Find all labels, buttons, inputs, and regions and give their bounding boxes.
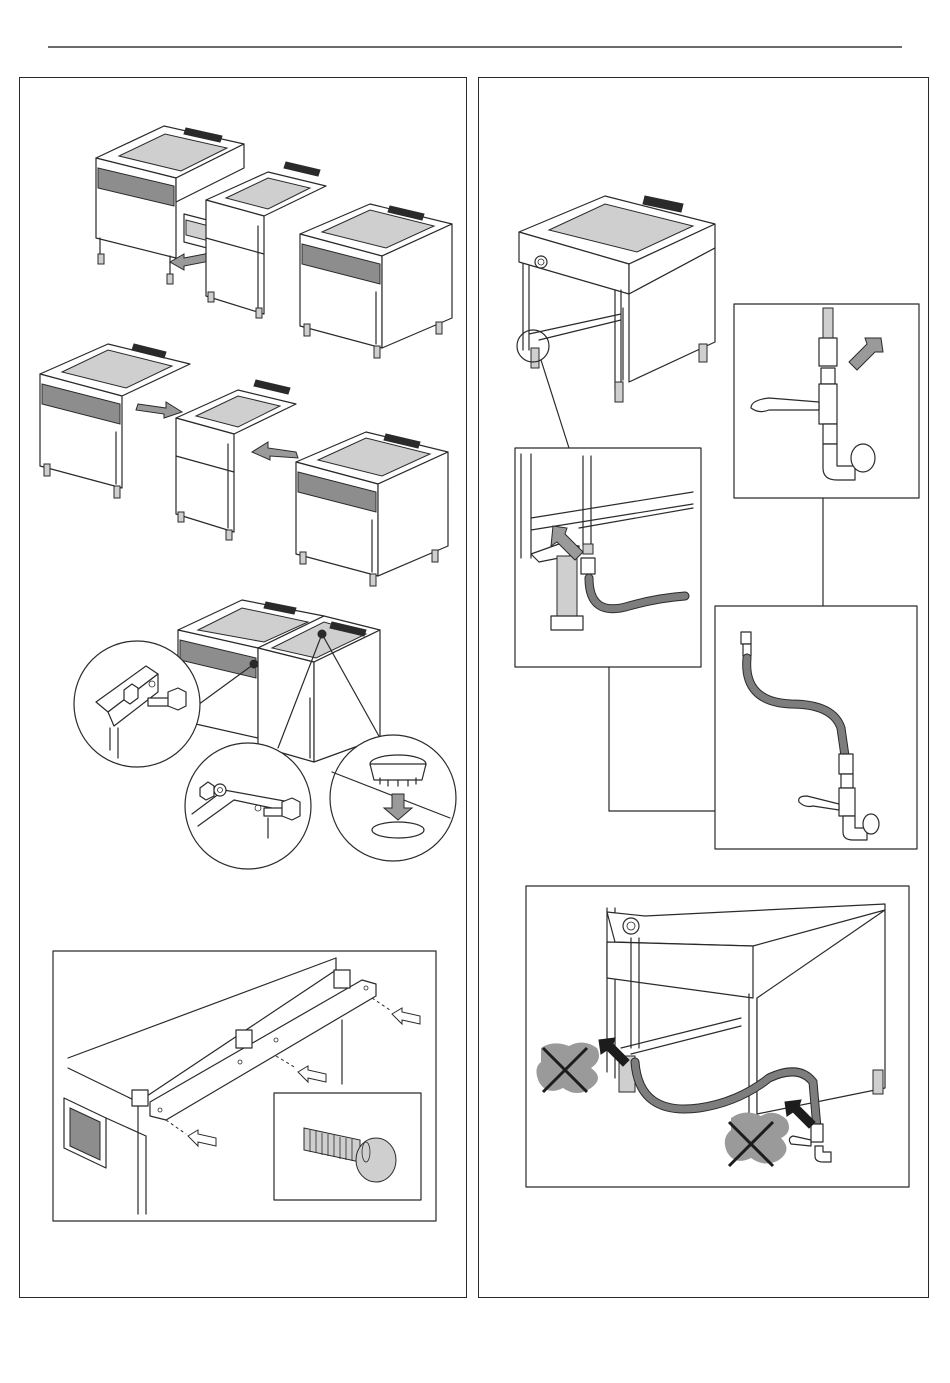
gas-valve-detail-illustration [734, 304, 919, 498]
fryer-push-together-illustration [40, 344, 448, 586]
header-rule [48, 46, 902, 48]
washer-nut-detail-circle-icon [185, 743, 311, 869]
cap-detail-circle-icon [330, 735, 456, 861]
right-panel-drawing [479, 78, 930, 1299]
right-panel [478, 77, 929, 1298]
fryer-unit-icon [40, 344, 190, 498]
left-panel [19, 77, 467, 1298]
fryer-gas-connection-illustration [517, 196, 715, 448]
rear-joining-strip-with-screw-detail-illustration [53, 951, 436, 1221]
fryer-remove-front-panel-illustration [96, 126, 452, 358]
fryer-unit-icon [296, 432, 448, 586]
flexible-hose-with-valve-illustration [715, 606, 917, 849]
fryer-unit-icon [176, 380, 296, 540]
left-panel-drawing [20, 78, 468, 1299]
gas-inlet-connector-detail-illustration [515, 448, 701, 667]
fryer-bolt-joint-detail-illustration [74, 600, 456, 869]
push-right-arrow-icon [136, 402, 182, 418]
incorrect-hose-routing-illustration [526, 886, 909, 1187]
screw-detail-icon [274, 1093, 421, 1200]
fryer-unit-icon [300, 204, 452, 358]
bolt-detail-circle-icon [74, 641, 200, 767]
push-left-arrow-icon [252, 442, 298, 460]
